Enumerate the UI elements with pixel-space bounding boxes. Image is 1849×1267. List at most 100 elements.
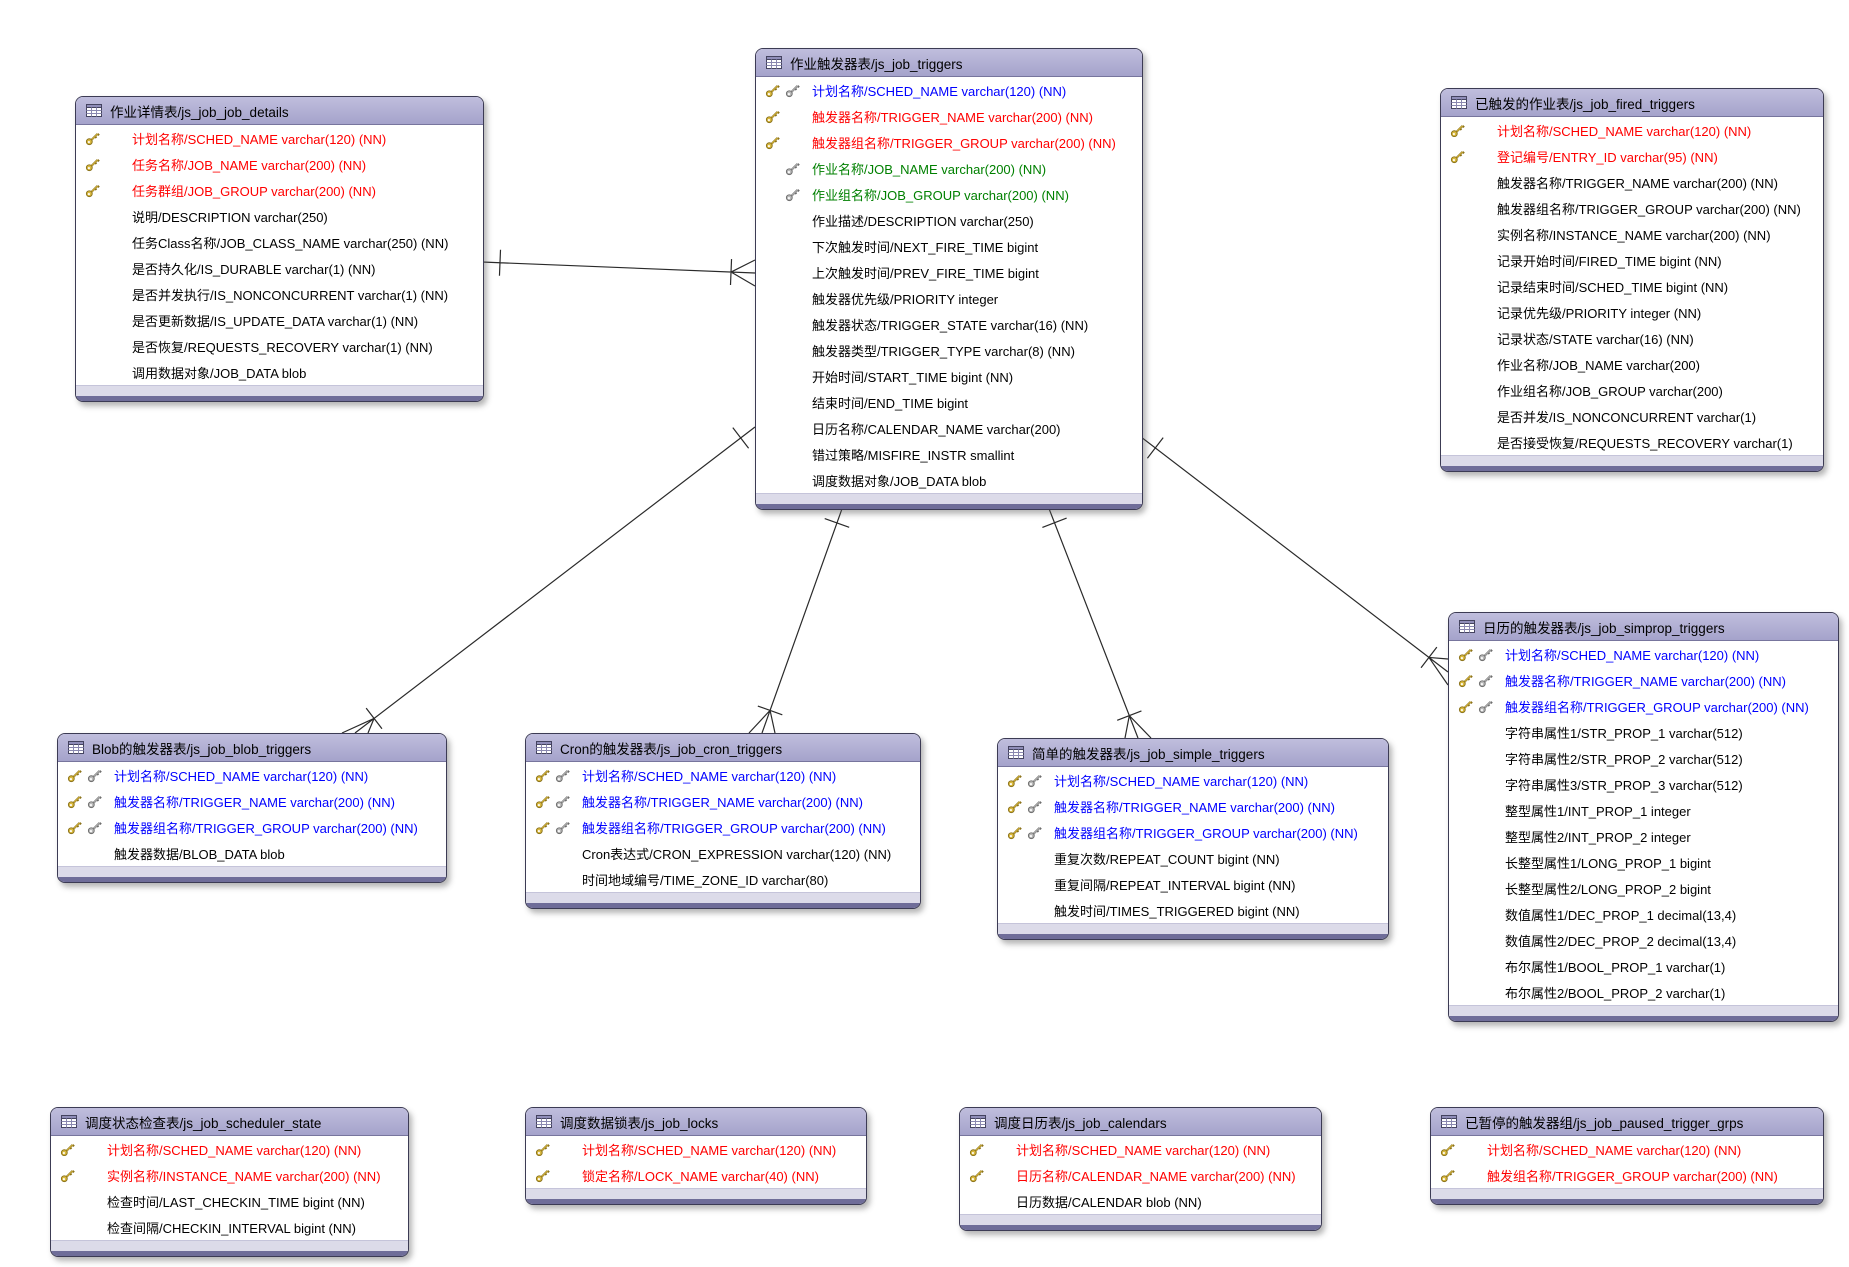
relationship-js_job_triggers-js_job_cron_triggers[interactable] — [748, 505, 850, 734]
column-row[interactable]: 触发器组名称/TRIGGER_GROUP varchar(200) (NN) — [1441, 195, 1823, 221]
column-row[interactable]: 记录优先级/PRIORITY integer (NN) — [1441, 299, 1823, 325]
column-row[interactable]: 记录结束时间/SCHED_TIME bigint (NN) — [1441, 273, 1823, 299]
column-row[interactable]: 实例名称/INSTANCE_NAME varchar(200) (NN) — [51, 1162, 408, 1188]
table-header[interactable]: 已暂停的触发器组/js_job_paused_trigger_grps — [1431, 1108, 1823, 1136]
column-row[interactable]: 作业描述/DESCRIPTION varchar(250) — [756, 207, 1142, 233]
column-row[interactable]: 任务群组/JOB_GROUP varchar(200) (NN) — [76, 177, 483, 203]
column-row[interactable]: 实例名称/INSTANCE_NAME varchar(200) (NN) — [1441, 221, 1823, 247]
column-row[interactable]: 锁定名称/LOCK_NAME varchar(40) (NN) — [526, 1162, 866, 1188]
table-header[interactable]: 作业详情表/js_job_job_details — [76, 97, 483, 125]
column-row[interactable]: 作业名称/JOB_NAME varchar(200) — [1441, 351, 1823, 377]
table-header[interactable]: Blob的触发器表/js_job_blob_triggers — [58, 734, 446, 762]
column-row[interactable]: 触发器组名称/TRIGGER_GROUP varchar(200) (NN) — [526, 814, 920, 840]
column-row[interactable]: 登记编号/ENTRY_ID varchar(95) (NN) — [1441, 143, 1823, 169]
column-row[interactable]: 触发器优先级/PRIORITY integer — [756, 285, 1142, 311]
column-row[interactable]: 调度数据对象/JOB_DATA blob — [756, 467, 1142, 493]
column-row[interactable]: 是否更新数据/IS_UPDATE_DATA varchar(1) (NN) — [76, 307, 483, 333]
column-row[interactable]: 任务名称/JOB_NAME varchar(200) (NN) — [76, 151, 483, 177]
column-row[interactable]: 错过策略/MISFIRE_INSTR smallint — [756, 441, 1142, 467]
column-row[interactable]: 整型属性1/INT_PROP_1 integer — [1449, 797, 1838, 823]
column-row[interactable]: 上次触发时间/PREV_FIRE_TIME bigint — [756, 259, 1142, 285]
column-row[interactable]: 是否恢复/REQUESTS_RECOVERY varchar(1) (NN) — [76, 333, 483, 359]
column-row[interactable]: 触发器名称/TRIGGER_NAME varchar(200) (NN) — [1449, 667, 1838, 693]
table-header[interactable]: 调度数据锁表/js_job_locks — [526, 1108, 866, 1136]
column-row[interactable]: 长整型属性2/LONG_PROP_2 bigint — [1449, 875, 1838, 901]
column-row[interactable]: 触发器名称/TRIGGER_NAME varchar(200) (NN) — [526, 788, 920, 814]
column-row[interactable]: 触发器组名称/TRIGGER_GROUP varchar(200) (NN) — [998, 819, 1388, 845]
column-row[interactable]: 检查时间/LAST_CHECKIN_TIME bigint (NN) — [51, 1188, 408, 1214]
column-row[interactable]: 下次触发时间/NEXT_FIRE_TIME bigint — [756, 233, 1142, 259]
column-row[interactable]: 触发器组名称/TRIGGER_GROUP varchar(200) (NN) — [756, 129, 1142, 155]
column-row[interactable]: 开始时间/START_TIME bigint (NN) — [756, 363, 1142, 389]
column-row[interactable]: Cron表达式/CRON_EXPRESSION varchar(120) (NN… — [526, 840, 920, 866]
column-row[interactable]: 数值属性1/DEC_PROP_1 decimal(13,4) — [1449, 901, 1838, 927]
relationship-js_job_job_details-js_job_triggers[interactable] — [481, 249, 756, 287]
table-header[interactable]: 作业触发器表/js_job_triggers — [756, 49, 1142, 77]
column-row[interactable]: 计划名称/SCHED_NAME varchar(120) (NN) — [51, 1136, 408, 1162]
column-row[interactable]: 是否并发/IS_NONCONCURRENT varchar(1) — [1441, 403, 1823, 429]
column-row[interactable]: 说明/DESCRIPTION varchar(250) — [76, 203, 483, 229]
column-row[interactable]: 计划名称/SCHED_NAME varchar(120) (NN) — [1431, 1136, 1823, 1162]
column-row[interactable]: 整型属性2/INT_PROP_2 integer — [1449, 823, 1838, 849]
column-row[interactable]: 是否并发执行/IS_NONCONCURRENT varchar(1) (NN) — [76, 281, 483, 307]
column-row[interactable]: 布尔属性2/BOOL_PROP_2 varchar(1) — [1449, 979, 1838, 1005]
column-row[interactable]: 长整型属性1/LONG_PROP_1 bigint — [1449, 849, 1838, 875]
column-row[interactable]: 检查间隔/CHECKIN_INTERVAL bigint (NN) — [51, 1214, 408, 1240]
column-row[interactable]: 作业名称/JOB_NAME varchar(200) (NN) — [756, 155, 1142, 181]
column-row[interactable]: 字符串属性3/STR_PROP_3 varchar(512) — [1449, 771, 1838, 797]
table-header[interactable]: Cron的触发器表/js_job_cron_triggers — [526, 734, 920, 762]
column-row[interactable]: 触发器状态/TRIGGER_STATE varchar(16) (NN) — [756, 311, 1142, 337]
column-row[interactable]: 布尔属性1/BOOL_PROP_1 varchar(1) — [1449, 953, 1838, 979]
column-row[interactable]: 计划名称/SCHED_NAME varchar(120) (NN) — [960, 1136, 1321, 1162]
column-row[interactable]: 触发时间/TIMES_TRIGGERED bigint (NN) — [998, 897, 1388, 923]
column-row[interactable]: 计划名称/SCHED_NAME varchar(120) (NN) — [998, 767, 1388, 793]
column-row[interactable]: 重复间隔/REPEAT_INTERVAL bigint (NN) — [998, 871, 1388, 897]
relationship-line[interactable] — [341, 426, 756, 734]
relationship-js_job_triggers-js_job_simple_triggers[interactable] — [1042, 505, 1152, 739]
column-row[interactable]: 触发器名称/TRIGGER_NAME varchar(200) (NN) — [58, 788, 446, 814]
column-row[interactable]: 任务Class名称/JOB_CLASS_NAME varchar(250) (N… — [76, 229, 483, 255]
column-row[interactable]: 日历名称/CALENDAR_NAME varchar(200) (NN) — [960, 1162, 1321, 1188]
relationship-line[interactable] — [1042, 505, 1152, 739]
relationship-js_job_triggers-js_job_simprop_triggers[interactable] — [1140, 436, 1449, 686]
column-row[interactable]: 触发器名称/TRIGGER_NAME varchar(200) (NN) — [998, 793, 1388, 819]
column-row[interactable]: 触发器名称/TRIGGER_NAME varchar(200) (NN) — [1441, 169, 1823, 195]
relationship-line[interactable] — [1140, 436, 1449, 686]
relationship-line[interactable] — [748, 505, 850, 734]
column-row[interactable]: 计划名称/SCHED_NAME varchar(120) (NN) — [1449, 641, 1838, 667]
table-header[interactable]: 已触发的作业表/js_job_fired_triggers — [1441, 89, 1823, 117]
column-row[interactable]: 日历名称/CALENDAR_NAME varchar(200) — [756, 415, 1142, 441]
column-row[interactable]: 触发器类型/TRIGGER_TYPE varchar(8) (NN) — [756, 337, 1142, 363]
column-row[interactable]: 记录状态/STATE varchar(16) (NN) — [1441, 325, 1823, 351]
column-row[interactable]: 计划名称/SCHED_NAME varchar(120) (NN) — [58, 762, 446, 788]
column-row[interactable]: 时间地域编号/TIME_ZONE_ID varchar(80) — [526, 866, 920, 892]
column-row[interactable]: 重复次数/REPEAT_COUNT bigint (NN) — [998, 845, 1388, 871]
column-row[interactable]: 结束时间/END_TIME bigint — [756, 389, 1142, 415]
column-row[interactable]: 调用数据对象/JOB_DATA blob — [76, 359, 483, 385]
column-row[interactable]: 字符串属性1/STR_PROP_1 varchar(512) — [1449, 719, 1838, 745]
relationship-js_job_triggers-js_job_blob_triggers[interactable] — [341, 426, 756, 734]
table-header[interactable]: 调度日历表/js_job_calendars — [960, 1108, 1321, 1136]
column-row[interactable]: 是否接受恢复/REQUESTS_RECOVERY varchar(1) — [1441, 429, 1823, 455]
column-row[interactable]: 日历数据/CALENDAR blob (NN) — [960, 1188, 1321, 1214]
column-row[interactable]: 计划名称/SCHED_NAME varchar(120) (NN) — [526, 1136, 866, 1162]
table-header[interactable]: 调度状态检查表/js_job_scheduler_state — [51, 1108, 408, 1136]
column-row[interactable]: 计划名称/SCHED_NAME varchar(120) (NN) — [756, 77, 1142, 103]
column-row[interactable]: 记录开始时间/FIRED_TIME bigint (NN) — [1441, 247, 1823, 273]
column-row[interactable]: 触发器数据/BLOB_DATA blob — [58, 840, 446, 866]
column-row[interactable]: 作业组名称/JOB_GROUP varchar(200) (NN) — [756, 181, 1142, 207]
column-row[interactable]: 触发组名称/TRIGGER_GROUP varchar(200) (NN) — [1431, 1162, 1823, 1188]
column-row[interactable]: 触发器名称/TRIGGER_NAME varchar(200) (NN) — [756, 103, 1142, 129]
column-row[interactable]: 触发器组名称/TRIGGER_GROUP varchar(200) (NN) — [1449, 693, 1838, 719]
column-row[interactable]: 字符串属性2/STR_PROP_2 varchar(512) — [1449, 745, 1838, 771]
